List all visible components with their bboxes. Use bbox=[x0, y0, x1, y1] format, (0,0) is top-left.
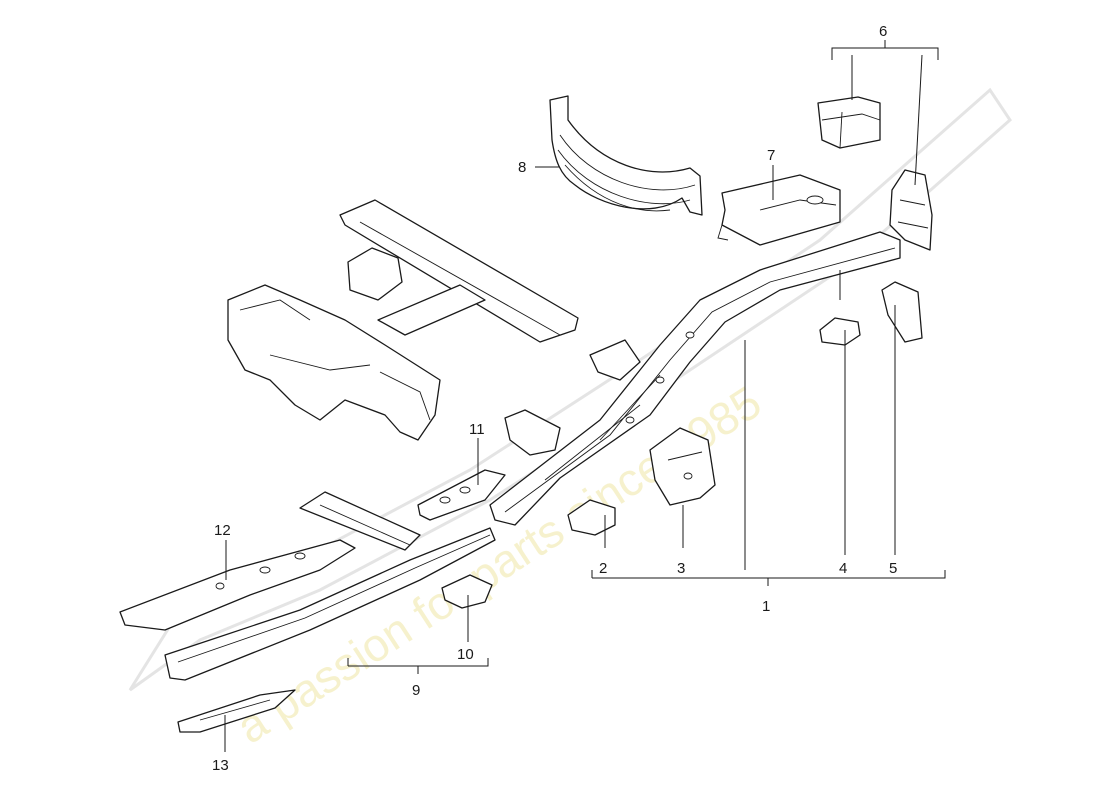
callout-10: 10 bbox=[457, 646, 474, 663]
callout-11: 11 bbox=[469, 421, 485, 438]
callout-12: 12 bbox=[214, 522, 231, 539]
callout-7: 7 bbox=[767, 147, 775, 164]
part-9-front-rail[interactable] bbox=[164, 491, 496, 681]
part-3-bracket[interactable] bbox=[649, 427, 716, 506]
rear-subframe[interactable] bbox=[227, 199, 579, 441]
callout-8: 8 bbox=[518, 159, 526, 176]
part-10-small-bracket[interactable] bbox=[441, 574, 493, 609]
part-8-tunnel-bracket[interactable] bbox=[549, 95, 703, 216]
part-6-rail-end-bracket[interactable] bbox=[889, 169, 933, 251]
part-2-small-bracket[interactable] bbox=[567, 499, 616, 536]
part-7-bracket-plate[interactable] bbox=[717, 174, 841, 246]
part-4-clip[interactable] bbox=[819, 317, 861, 346]
callout-6: 6 bbox=[879, 23, 887, 40]
part-12-floor-panel[interactable] bbox=[119, 539, 356, 631]
part-6-channel[interactable] bbox=[817, 96, 881, 149]
watermark: a passion for parts since 1985 bbox=[128, 87, 1012, 753]
callout-13: 13 bbox=[212, 757, 229, 774]
callout-2: 2 bbox=[599, 560, 607, 577]
part-11-floor-plate[interactable] bbox=[417, 469, 506, 521]
callout-9: 9 bbox=[412, 682, 420, 699]
rail-mount-bracket-upper[interactable] bbox=[589, 339, 641, 381]
leader-lines bbox=[224, 40, 946, 752]
callout-1: 1 bbox=[762, 598, 770, 615]
callout-4: 4 bbox=[839, 560, 847, 577]
rail-mount-bracket-lower[interactable] bbox=[504, 409, 561, 456]
callout-3: 3 bbox=[677, 560, 685, 577]
callout-labels: 1 2 3 4 5 6 7 8 9 10 11 12 13 bbox=[212, 23, 897, 774]
callout-5: 5 bbox=[889, 560, 897, 577]
part-5-bracket[interactable] bbox=[881, 281, 923, 343]
part-13-front-end-piece[interactable] bbox=[177, 689, 296, 733]
